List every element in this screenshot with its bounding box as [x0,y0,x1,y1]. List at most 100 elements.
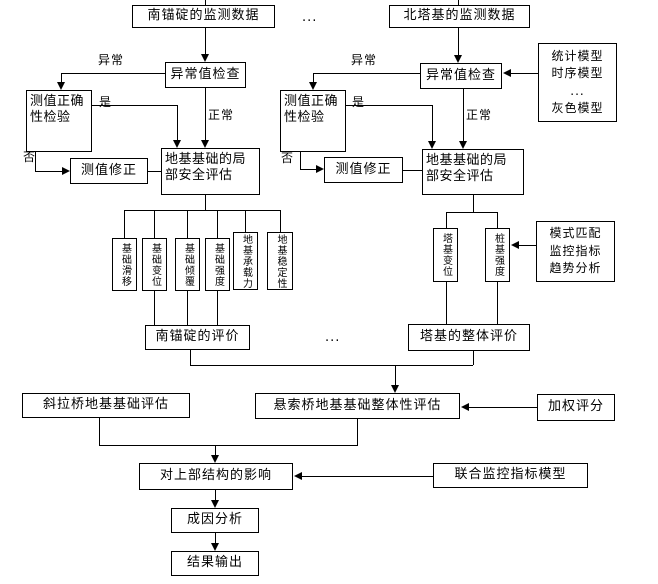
pattern-line: 监控指标 [549,243,602,258]
label-yes-south: 是 [99,95,113,109]
arrowhead-down [454,55,462,63]
connector-line [217,291,218,325]
node-indicator-foundation-overturning: 基础倾覆 [175,238,200,291]
node-south-anchor-monitoring-data: 南锚碇的监测数据 [132,5,275,28]
arrowhead-down [211,500,219,508]
connector-line [124,210,125,238]
connector-line [205,28,206,55]
node-indicator-bearing-capacity: 地基承载力 [233,232,258,290]
model-line: 时序模型 [551,66,604,81]
arrowhead-down [57,82,65,90]
label-normal-north: 正常 [466,108,493,122]
label-abnormal-south: 异常 [98,53,125,67]
connector-line [215,445,216,456]
connector-line [403,170,422,171]
connector-line [217,210,218,238]
node-value-correction-south: 测值修正 [70,158,148,184]
node-statistical-models: 统计模型 时序模型 ... 灰色模型 [538,43,617,122]
connector-line [215,533,216,544]
node-local-assessment-north: 地基基础的局部安全评估 [422,149,524,195]
connector-line [154,210,155,238]
connector-line [432,105,433,142]
connector-line [346,105,432,106]
arrowhead-down [459,141,467,149]
node-indicator-ground-stability: 地基稳定性 [267,232,293,290]
arrowhead-left [461,403,469,411]
connector-line [280,210,281,232]
connector-line [446,212,498,213]
connector-line [300,169,317,170]
connector-line [468,407,537,408]
arrowhead-down [201,54,209,62]
node-value-correction-north: 测值修正 [324,157,403,183]
connector-line [300,152,301,169]
connector-line [205,0,206,5]
node-joint-monitoring-indicator-model: 联合监控指标模型 [433,463,588,488]
arrowhead-down [309,82,317,90]
label-yes-north: 是 [352,95,366,109]
connector-line [510,73,538,74]
connector-line [313,73,314,83]
connector-line [190,350,191,365]
connector-line [518,245,536,246]
node-indicator-foundation-displacement: 基础变位 [142,238,167,291]
arrowhead-left [511,241,519,249]
connector-line [187,291,188,325]
node-result-output: 结果输出 [171,551,259,576]
connector-line [497,282,498,324]
node-north-tower-monitoring-data: 北塔基的监测数据 [389,5,530,28]
arrowhead-down [201,140,209,148]
connector-line [473,351,474,365]
node-cable-stayed-foundation-eval: 斜拉桥地基基础评估 [22,393,190,418]
connector-line [190,365,473,366]
connector-line [473,195,474,212]
arrowhead-down [428,141,436,149]
connector-line [124,210,280,211]
connector-line [99,445,358,446]
connector-line [61,73,62,83]
node-indicator-foundation-sliding: 基础滑移 [112,238,137,291]
label-normal-south: 正常 [208,108,235,122]
connector-line [245,210,246,232]
label-no-south: 否 [23,150,37,164]
arrowhead-right [316,165,324,173]
model-line: 统计模型 [551,48,604,63]
connector-line [395,365,396,385]
connector-line [458,0,459,5]
arrowhead-left [503,69,511,77]
connector-line [177,105,178,141]
node-weighted-scoring: 加权评分 [537,394,615,421]
arrowhead-down [211,455,219,463]
connector-line [35,152,36,171]
connector-line [61,73,165,74]
connector-line [205,195,206,210]
arrowhead-down [211,543,219,551]
node-local-assessment-south: 地基基础的局部安全评估 [161,148,260,195]
model-line: ... [570,83,585,98]
pattern-line: 模式匹配 [549,226,602,241]
connector-line [148,171,161,172]
connector-line [301,476,433,477]
node-cause-analysis: 成因分析 [171,508,259,533]
node-correctness-check-south: 测值正确性检验 [26,90,92,152]
connector-line [313,73,420,74]
node-indicator-pile-strength: 桩基强度 [485,228,510,282]
ellipsis-middle: ... [325,330,341,345]
model-line: 灰色模型 [551,100,604,115]
arrowhead-left [294,472,302,480]
connector-line [463,89,464,142]
connector-line [357,419,358,445]
ellipsis-top: ... [302,10,318,25]
connector-line [497,212,498,228]
node-suspension-foundation-integrity-eval: 悬索桥地基基础整体性评估 [255,393,460,419]
node-indicator-foundation-strength: 基础强度 [205,238,230,291]
connector-line [154,291,155,325]
arrowhead-down [173,140,181,148]
node-superstructure-impact: 对上部结构的影响 [139,463,293,490]
connector-line [187,210,188,238]
arrowhead-right [62,167,70,175]
connector-line [215,490,216,501]
label-abnormal-north: 异常 [351,53,378,67]
node-outlier-check-south: 异常值检查 [165,62,246,88]
